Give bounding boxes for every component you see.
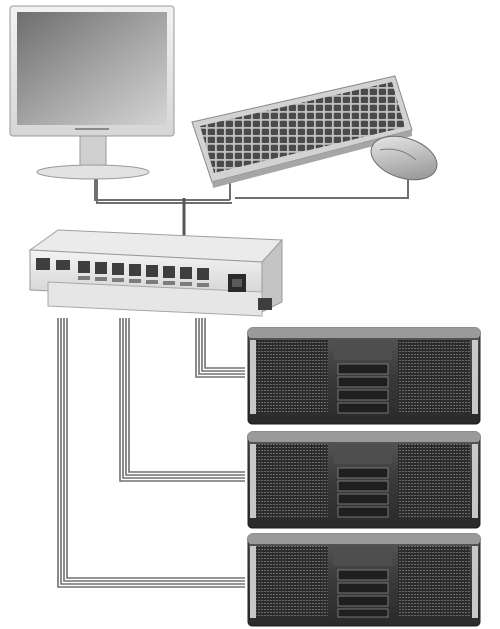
mouse bbox=[370, 135, 438, 181]
server-3 bbox=[247, 533, 481, 627]
monitor-screen bbox=[17, 12, 167, 125]
kvm-switch bbox=[28, 229, 284, 317]
cable-kvm-to-server-2 bbox=[119, 318, 245, 482]
cable-peripherals-to-kvm bbox=[94, 176, 409, 236]
cable-kvm-to-server-3 bbox=[57, 318, 245, 588]
server-1 bbox=[247, 327, 481, 425]
monitor bbox=[9, 5, 175, 180]
monitor-stand bbox=[79, 135, 107, 167]
monitor-base bbox=[36, 164, 150, 180]
kvm-ports bbox=[36, 258, 272, 310]
cable-kvm-to-server-1 bbox=[195, 318, 245, 378]
server-2 bbox=[247, 431, 481, 529]
keyboard bbox=[191, 75, 413, 188]
